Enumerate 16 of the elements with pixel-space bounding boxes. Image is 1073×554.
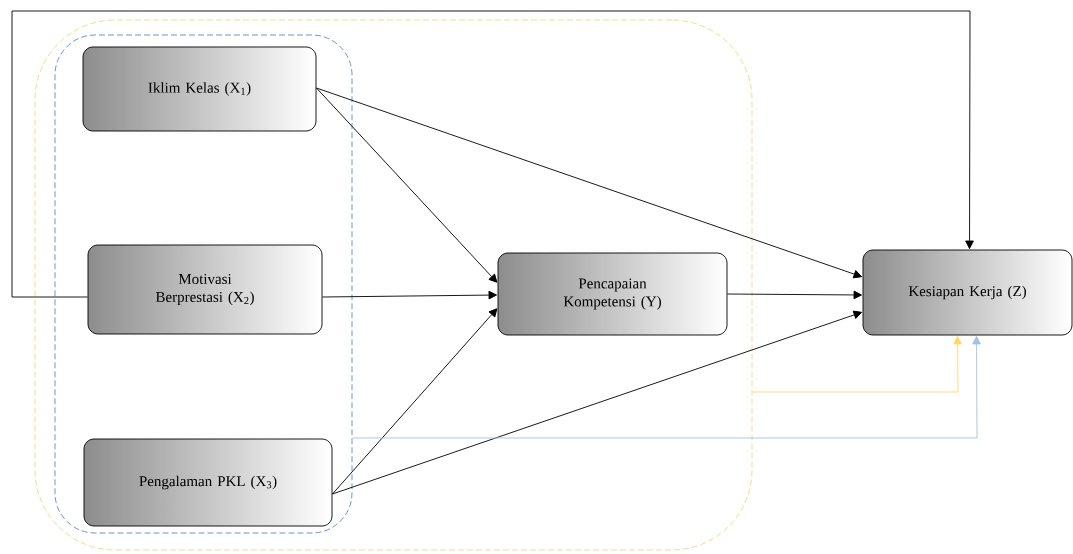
arrow — [727, 290, 862, 300]
variable-box: Pencapaian Kompetensi (Y) — [497, 252, 728, 336]
group-outline — [54, 34, 353, 534]
arrow — [11, 10, 974, 298]
arrow — [322, 290, 497, 300]
variable-box: Iklim Kelas (X$_{1}$) — [82, 46, 317, 132]
variable-box: Pengalaman PKL (X$_{3}$) — [83, 438, 333, 527]
arrow — [752, 336, 962, 393]
variable-box: Motivasi Berprestasi (X$_{2}$) — [87, 244, 323, 335]
arrow — [332, 308, 498, 495]
arrow — [332, 310, 863, 495]
arrow — [352, 336, 981, 439]
arrow — [316, 87, 863, 279]
group-outline — [34, 19, 753, 551]
arrow — [316, 87, 498, 283]
variable-box: Kesiapan Kerja (Z) — [862, 249, 1073, 336]
